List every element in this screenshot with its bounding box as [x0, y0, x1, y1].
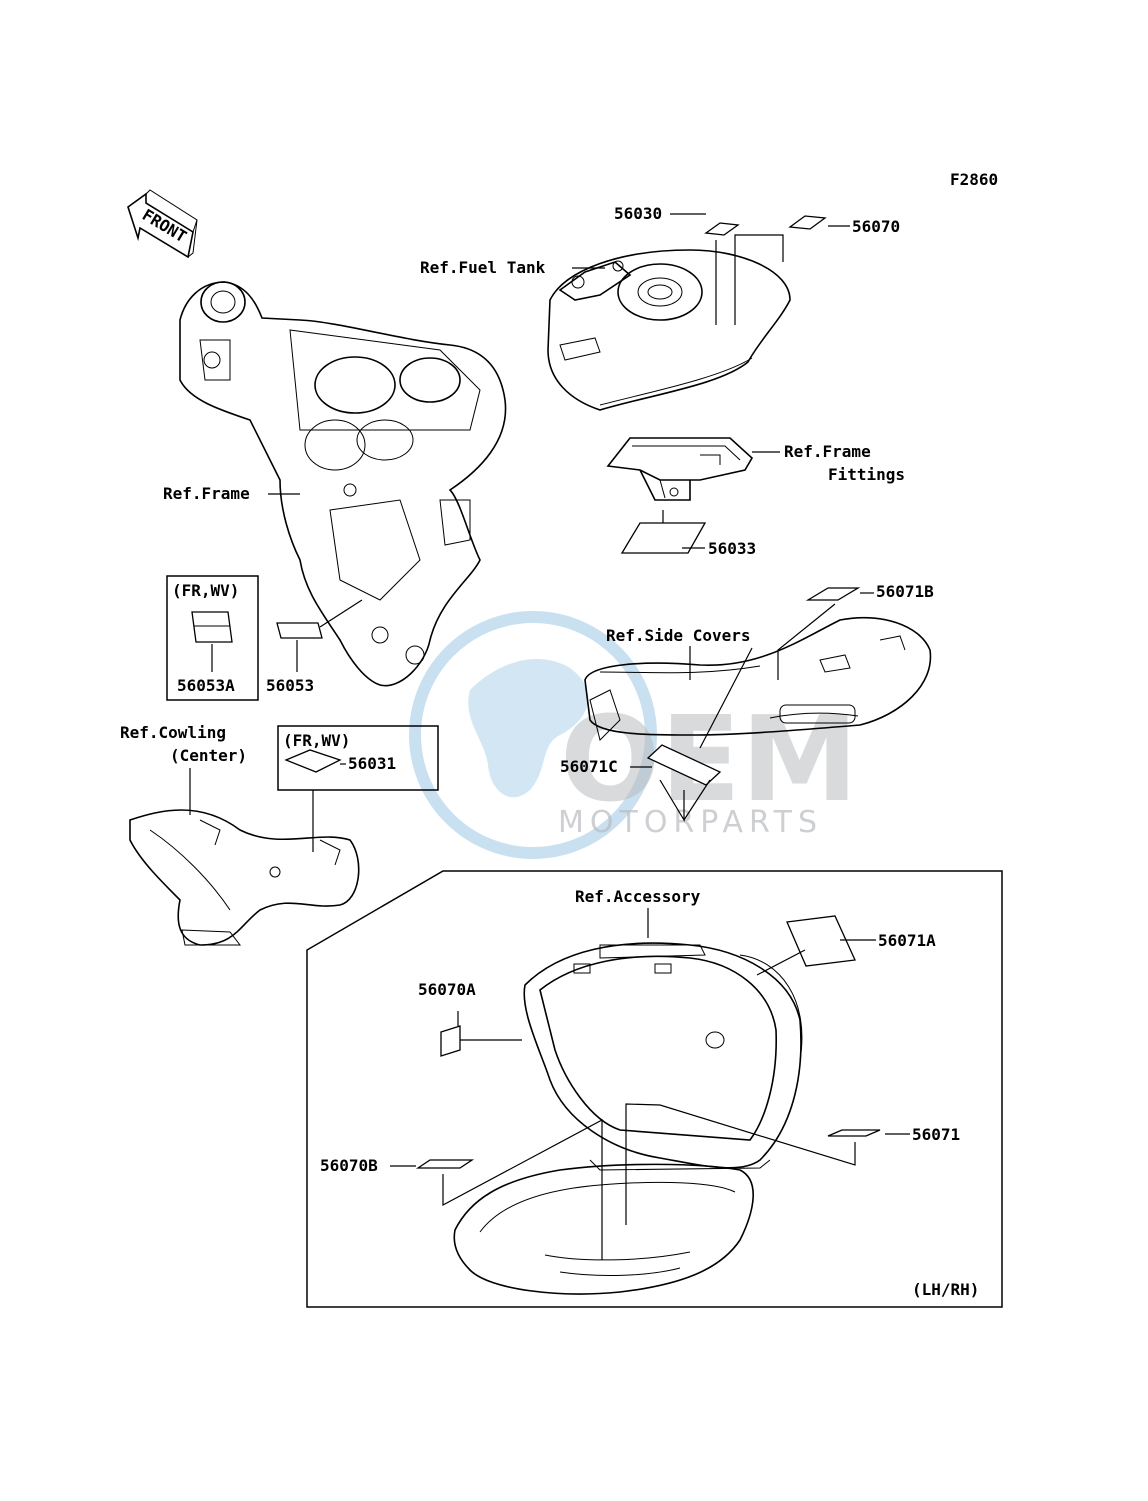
part-56071c: 56071C [560, 757, 618, 776]
decal-56030 [670, 213, 740, 325]
decal-56071a [756, 915, 876, 976]
part-56071a: 56071A [878, 931, 936, 950]
decal-56053 [276, 599, 363, 672]
decal-56031 [284, 749, 346, 852]
watermark: OEM MOTORPARTS [409, 611, 858, 859]
ref-cowling-1: Ref.Cowling [120, 723, 226, 742]
fuel-tank [547, 249, 791, 411]
part-56053a: 56053A [177, 676, 235, 695]
decal-56071 [625, 1103, 910, 1225]
accessory-frame [306, 870, 1003, 1308]
variant-box-1-label: (FR,WV) [172, 581, 239, 600]
variant-box-56031 [277, 725, 439, 791]
figure-code: F2860 [950, 170, 998, 189]
ref-frame-fittings-1: Ref.Frame [784, 442, 871, 461]
ref-fuel-tank: Ref.Fuel Tank [420, 258, 546, 277]
part-56070a: 56070A [418, 980, 476, 999]
part-56071b: 56071B [876, 582, 934, 601]
side-note: (LH/RH) [912, 1280, 979, 1299]
side-covers [584, 616, 932, 741]
part-56070b: 56070B [320, 1156, 378, 1175]
watermark-continents-icon [468, 659, 589, 798]
front-arrow-label: FRONT [139, 205, 190, 246]
ref-accessory: Ref.Accessory [575, 887, 701, 906]
front-arrow-icon: FRONT [127, 189, 198, 259]
part-56033: 56033 [708, 539, 756, 558]
decal-56071b [777, 587, 874, 680]
variant-box-2-label: (FR,WV) [283, 731, 350, 750]
decal-56053a [191, 611, 233, 672]
part-56030: 56030 [614, 204, 662, 223]
variant-box-56053a [166, 575, 259, 701]
part-56031: 56031 [348, 754, 396, 773]
part-56071: 56071 [912, 1125, 960, 1144]
saddlebag [453, 942, 803, 1295]
ref-frame-fittings-2: Fittings [828, 465, 905, 484]
decal-56070a [440, 1011, 522, 1057]
decal-56033 [620, 510, 707, 554]
ref-cowling-2: (Center) [170, 746, 247, 765]
decal-56070 [734, 215, 850, 325]
decal-56070b [390, 1118, 603, 1260]
part-56053: 56053 [266, 676, 314, 695]
ref-side-covers: Ref.Side Covers [606, 626, 751, 645]
frame-fittings-tray [606, 437, 754, 501]
cowling-center [129, 809, 360, 946]
part-56070: 56070 [852, 217, 900, 236]
main-frame [179, 281, 507, 687]
ref-frame: Ref.Frame [163, 484, 250, 503]
watermark-tagline: MOTORPARTS [558, 805, 823, 840]
decal-56071c [630, 647, 753, 823]
